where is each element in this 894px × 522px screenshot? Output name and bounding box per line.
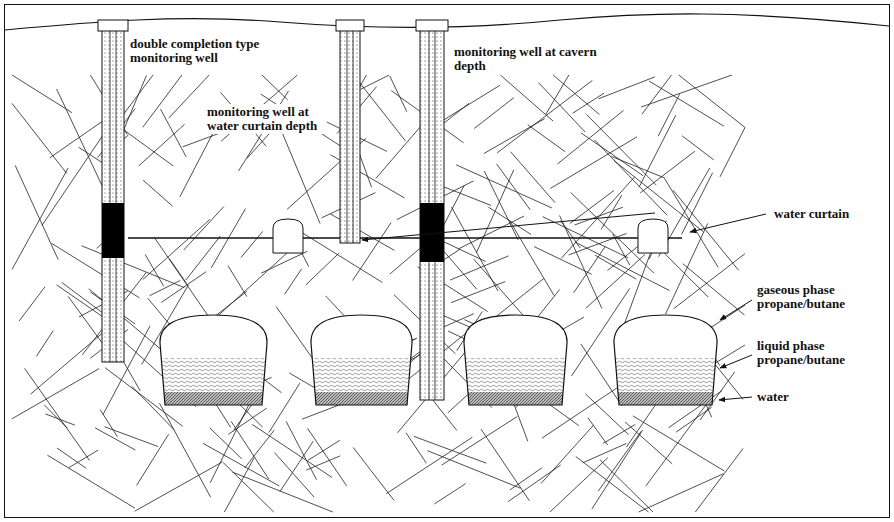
phase-label: water <box>755 389 791 405</box>
monitoring-well <box>336 20 364 243</box>
well-label: monitoring well at water curtain depth <box>205 104 327 134</box>
phase-label: liquid phase propane/butane <box>755 338 887 368</box>
storage-cavern <box>157 315 270 406</box>
well-label: monitoring well at cavern depth <box>452 44 606 74</box>
phase-label: gaseous phase propane/butane <box>755 282 887 312</box>
curtain-label: water curtain <box>772 206 851 222</box>
curtain-gallery <box>273 219 303 253</box>
curtain-gallery <box>638 219 668 253</box>
monitoring-well <box>98 20 128 362</box>
leader-arrow <box>719 397 752 400</box>
storage-cavern <box>461 315 570 406</box>
well-label: double completion type monitoring well <box>128 36 302 66</box>
packer <box>102 203 124 258</box>
water-curtain-line <box>128 237 682 238</box>
storage-cavern <box>611 315 720 406</box>
leader-arrow <box>690 214 766 232</box>
storage-cavern <box>308 315 415 406</box>
frame <box>5 5 890 518</box>
monitoring-well <box>416 20 448 400</box>
leader-arrow <box>720 300 752 320</box>
ground-surface <box>5 14 889 30</box>
leader-arrow <box>720 355 752 368</box>
leader-arrow <box>362 213 655 240</box>
